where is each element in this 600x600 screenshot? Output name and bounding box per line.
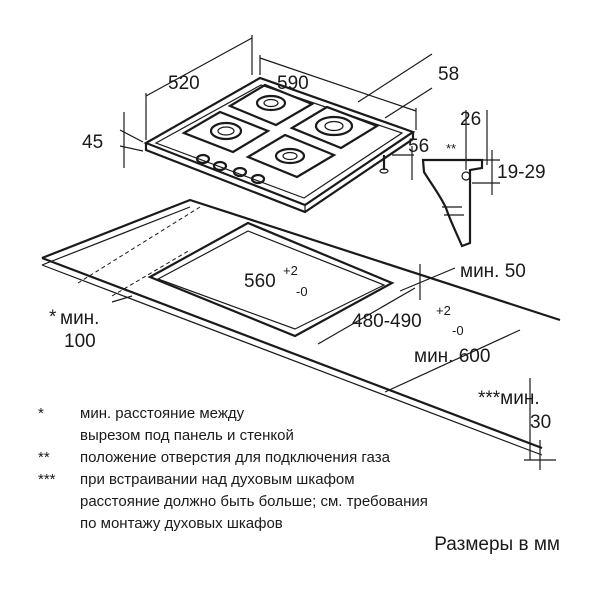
footnote-2: ** положение отверстия для подключения г…	[38, 447, 578, 469]
footnote-2-mark: **	[38, 449, 50, 466]
footnote-1-line-1: мин. расстояние между	[80, 405, 245, 422]
dim-520: 520	[168, 73, 200, 94]
dim-cutout-width: 560	[244, 271, 276, 292]
dim-min-100-label: мин.	[60, 308, 99, 329]
gas-connection-mark: **	[446, 141, 456, 156]
dim-cutout-depth: 480-490	[352, 311, 422, 332]
units-label: Размеры в мм	[434, 534, 560, 555]
dim-min-30-value: 30	[530, 412, 551, 433]
dim-cutout-depth-tol-minus: -0	[452, 323, 464, 338]
footnote-3: *** при встраивании над духовым шкафом р…	[38, 469, 578, 535]
dim-590: 590	[277, 73, 309, 94]
dim-cutout-depth-tol-plus: +2	[436, 303, 451, 318]
footnote-1: * мин. расстояние между вырезом под пане…	[38, 403, 578, 447]
dim-min-100-value: 100	[64, 331, 96, 352]
footnote-3-line-2: расстояние должно быть больше; см. требо…	[80, 493, 428, 510]
dim-min-600: мин. 600	[414, 346, 490, 367]
hob-dimension-lines	[119, 35, 433, 180]
footnote-1-mark: *	[38, 405, 44, 422]
footnote-3-line-1: при встраивании над духовым шкафом	[80, 471, 355, 488]
cutout-dimension-lines	[111, 264, 556, 470]
footnote-2-line-1: положение отверстия для подключения газа	[80, 449, 390, 466]
dim-min-50: мин. 50	[460, 261, 526, 282]
dim-min-30-label: ***мин.	[478, 388, 540, 409]
footnote-1-line-2: вырезом под панель и стенкой	[80, 427, 294, 444]
footnotes: * мин. расстояние между вырезом под пане…	[38, 403, 578, 535]
dim-cutout-width-tol-minus: -0	[296, 284, 308, 299]
dim-cutout-width-tol-plus: +2	[283, 263, 298, 278]
dim-26: 26	[460, 109, 481, 130]
worktop-drawing	[41, 198, 561, 456]
dim-45: 45	[82, 132, 103, 153]
hob-drawing	[143, 76, 416, 214]
dim-58: 58	[438, 64, 459, 85]
side-profile-detail	[421, 110, 500, 248]
dim-56: 56	[408, 136, 429, 157]
footnote-3-line-3: по монтажу духовых шкафов	[80, 515, 283, 532]
dim-19-29: 19-29	[497, 162, 546, 183]
footnote-3-mark: ***	[38, 471, 56, 488]
dim-min-100-mark: *	[49, 307, 57, 328]
